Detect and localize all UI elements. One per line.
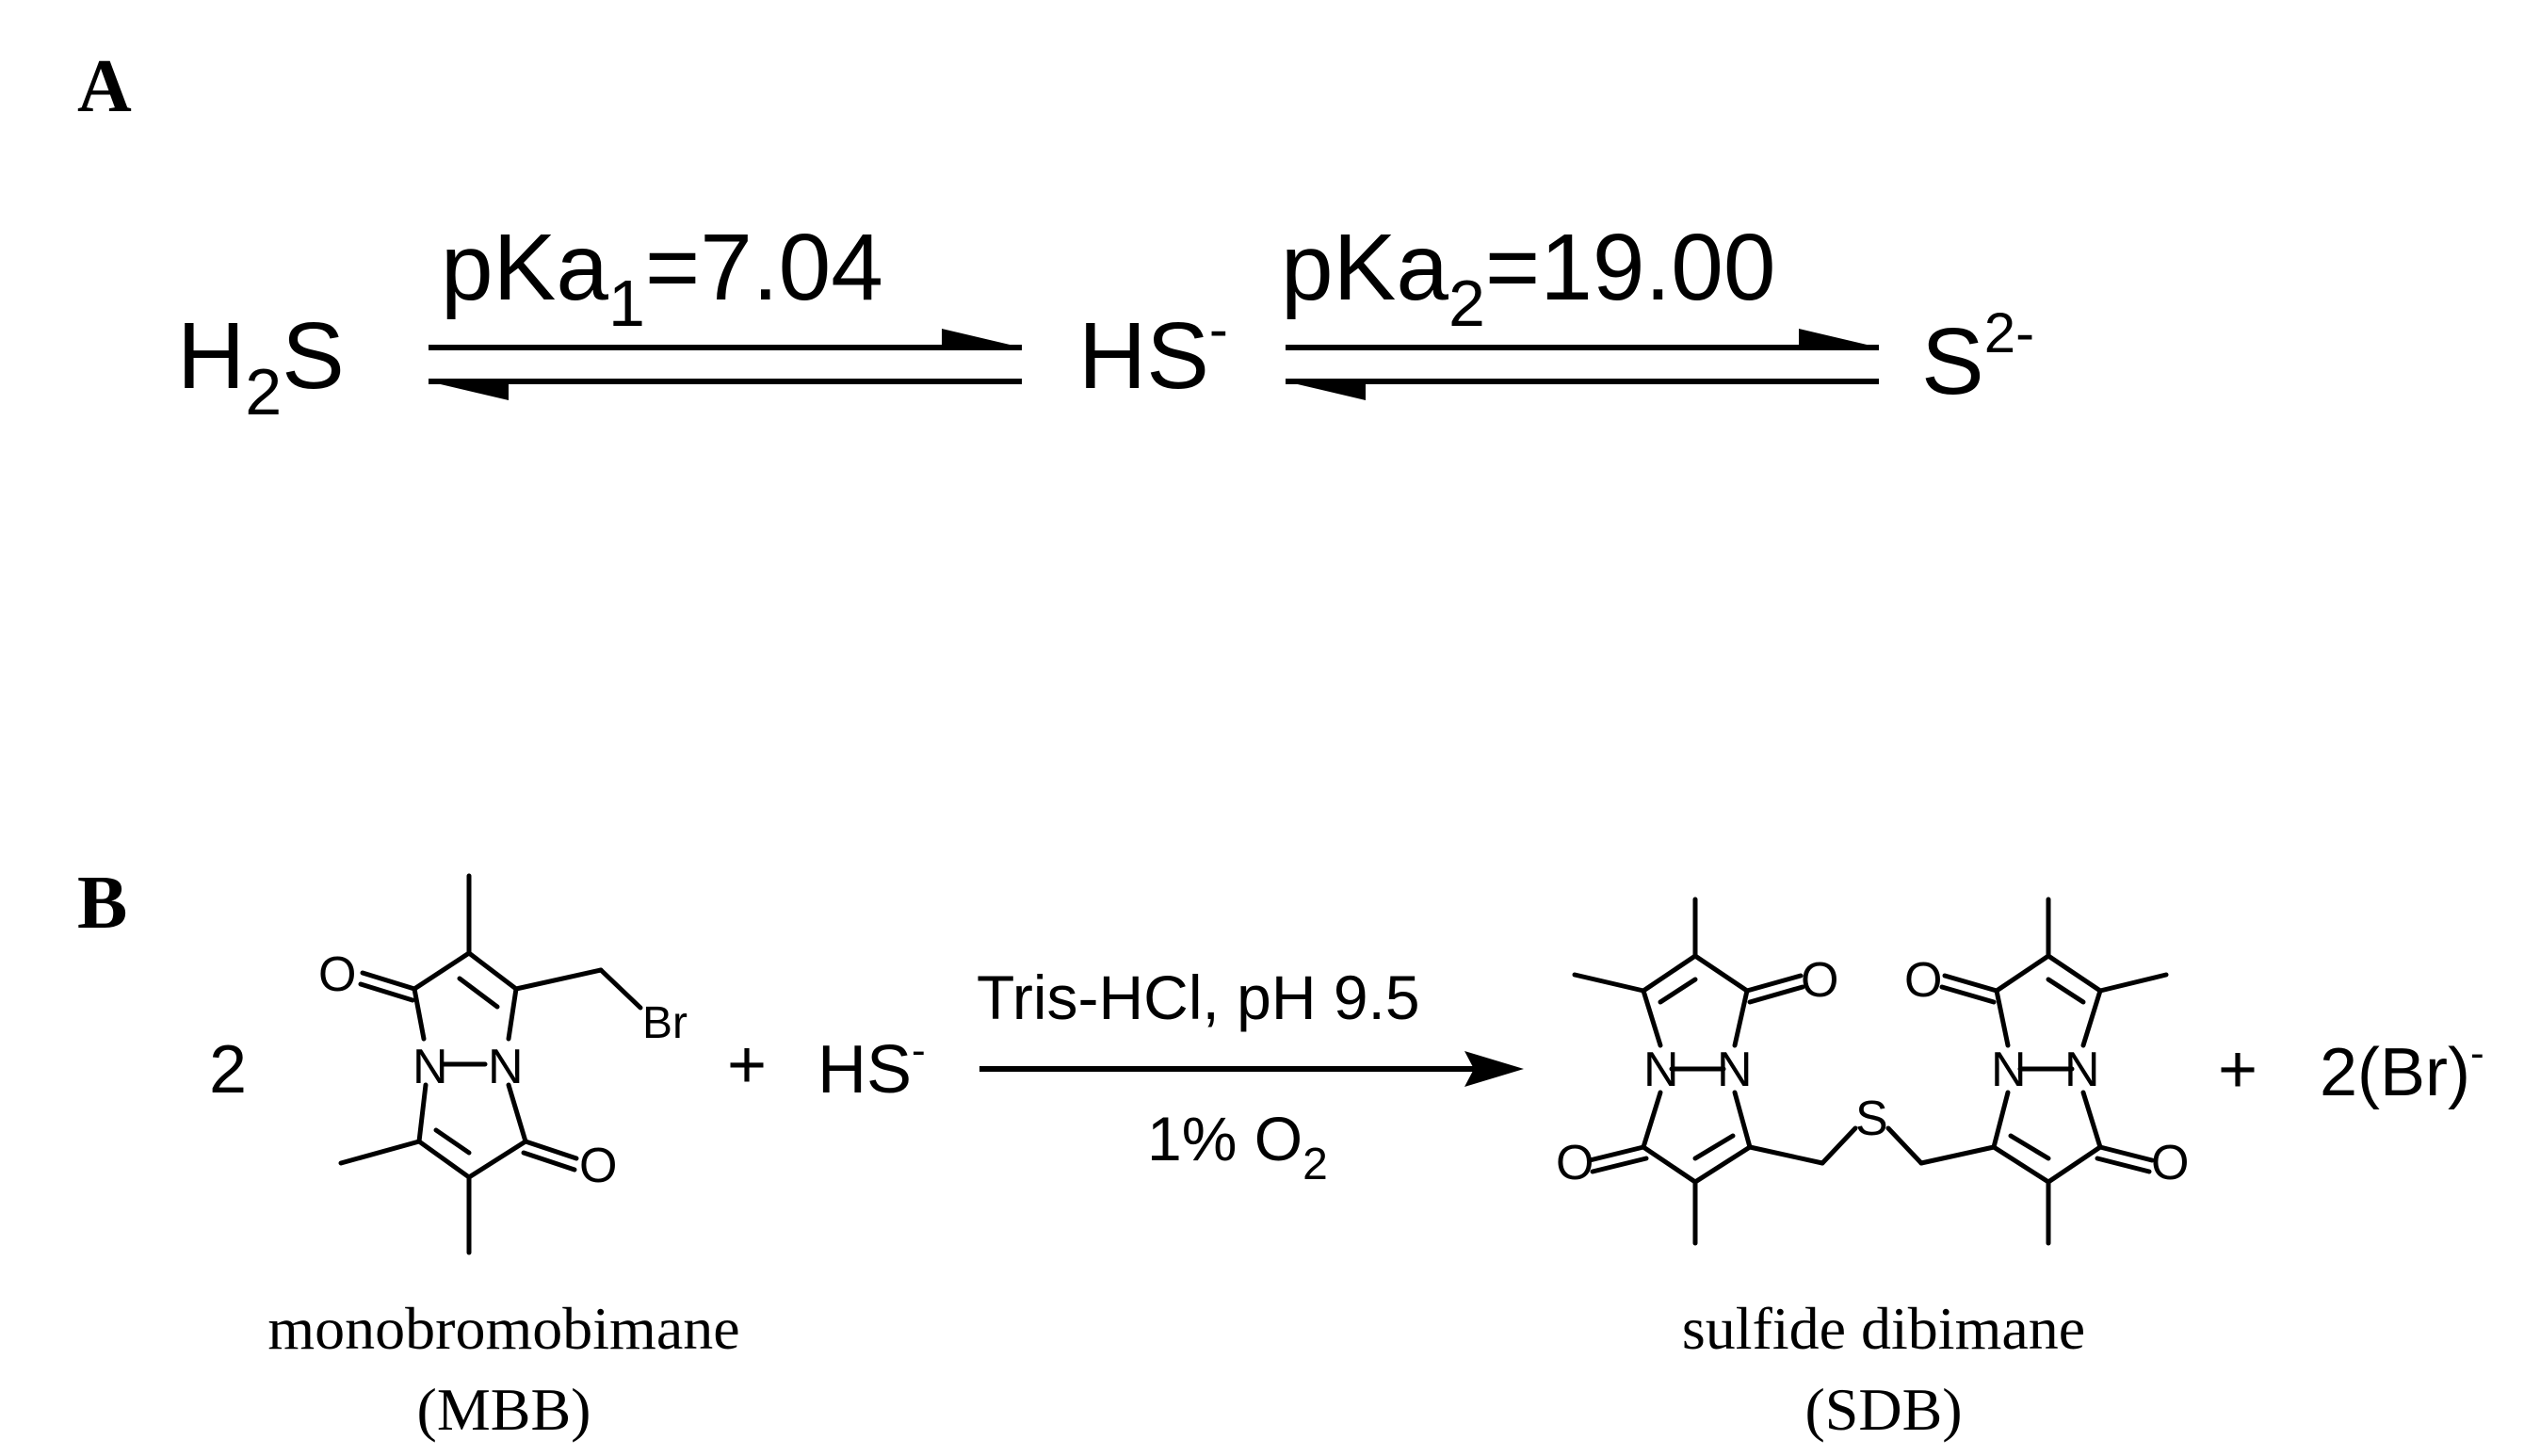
equilibrium-arrow-1 xyxy=(429,329,1022,400)
condition-top: Tris-HCl, pH 9.5 xyxy=(977,963,1420,1032)
equilibrium-arrow-2 xyxy=(1286,329,1879,400)
pka2-label: pKa2=19.00 xyxy=(1281,215,1776,340)
sdb-atom-n2: N xyxy=(1717,1043,1753,1097)
mbb-atom-n-left: N xyxy=(413,1040,448,1094)
byproduct-bromide: 2(Br)- xyxy=(2320,1030,2484,1110)
mbb-structure xyxy=(338,873,643,1255)
sdb-structure xyxy=(1572,897,2169,1246)
sdb-atom-o3: O xyxy=(1904,953,1942,1008)
sdb-atom-o4: O xyxy=(2151,1136,2189,1190)
intermediate-hs: HS- xyxy=(1078,298,1228,409)
mbb-atom-o-top: O xyxy=(318,947,356,1002)
sdb-atom-n1: N xyxy=(1643,1043,1679,1097)
reactant-h2s: H2S xyxy=(177,303,345,429)
mbb-abbr: (MBB) xyxy=(417,1376,591,1443)
sdb-abbr: (SDB) xyxy=(1804,1376,1962,1443)
sdb-name: sulfide dibimane xyxy=(1682,1295,2085,1362)
panel-label-b: B xyxy=(77,862,127,945)
sdb-atom-o2: O xyxy=(1556,1136,1594,1190)
plus-sign-1: + xyxy=(727,1027,767,1103)
plus-sign-2: + xyxy=(2218,1032,2257,1108)
sdb-atom-o1: O xyxy=(1801,953,1838,1008)
reaction-arrow xyxy=(979,1051,1524,1087)
coefficient: 2 xyxy=(209,1032,247,1108)
mbb-name: monobromobimane xyxy=(267,1295,739,1362)
mbb-atom-br: Br xyxy=(642,998,688,1048)
sdb-atom-n3: N xyxy=(1991,1043,2027,1097)
reagent-hs: HS- xyxy=(817,1027,926,1108)
pka1-label: pKa1=7.04 xyxy=(441,215,883,340)
product-s2: S2- xyxy=(1921,301,2034,414)
mbb-atom-o-bottom: O xyxy=(579,1139,617,1193)
condition-bottom: 1% O2 xyxy=(1147,1104,1328,1189)
sdb-atom-n4: N xyxy=(2064,1043,2100,1097)
sdb-atom-s: S xyxy=(1855,1092,1888,1146)
mbb-atom-n-right: N xyxy=(488,1040,524,1094)
panel-label-a: A xyxy=(77,45,132,128)
